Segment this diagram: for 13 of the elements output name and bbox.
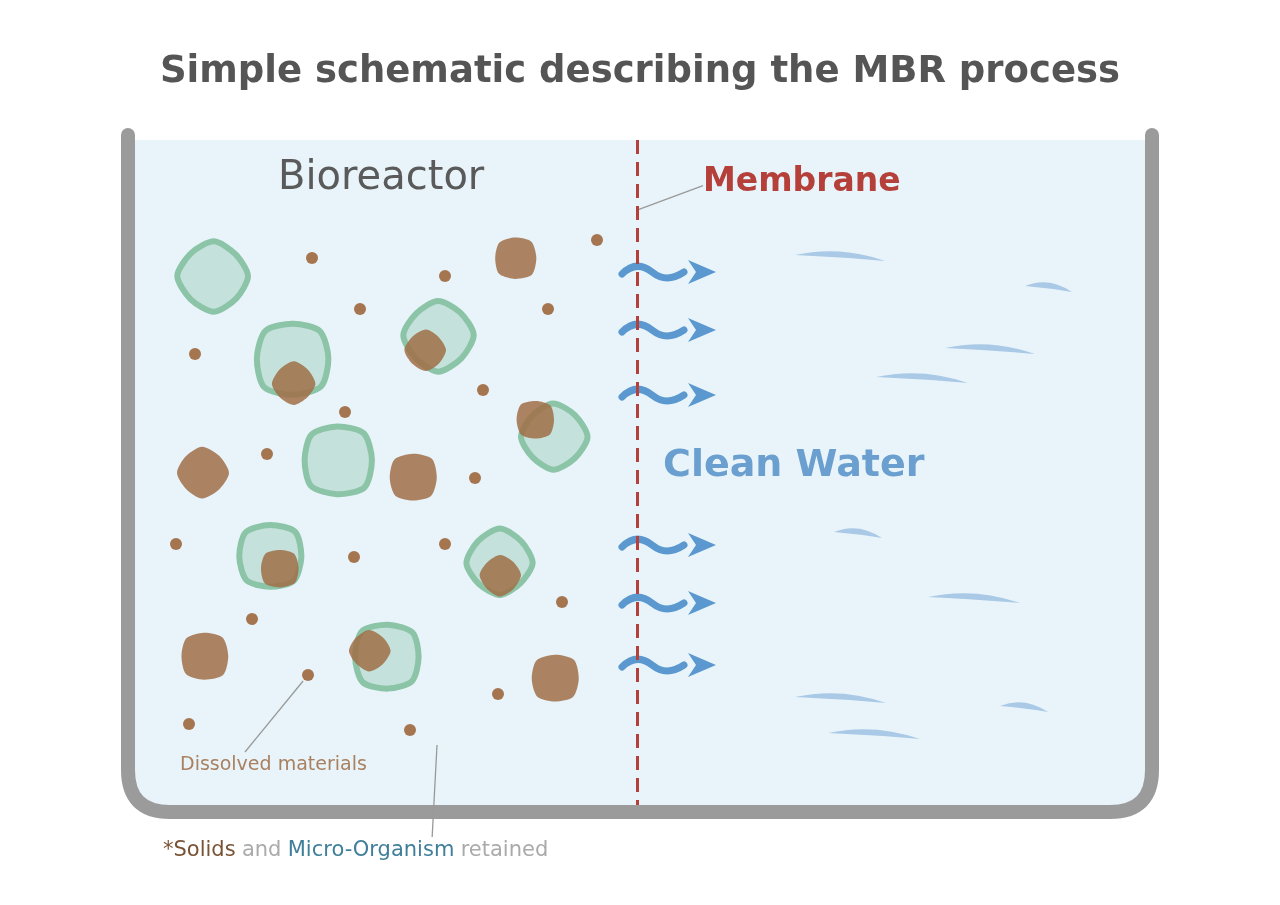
- membrane-line: [636, 140, 639, 805]
- leader-line: [244, 680, 304, 753]
- diagram-title: Simple schematic describing the MBR process: [158, 48, 1122, 91]
- note-text: *Solids: [163, 837, 236, 861]
- clean-water-label: Clean Water: [663, 441, 925, 485]
- note-text: and: [241, 837, 282, 861]
- note-text: Micro-Organism: [287, 837, 455, 861]
- note-text: retained: [460, 837, 549, 861]
- callout-label: Dissolved materials: [180, 752, 367, 774]
- leader-line: [638, 185, 704, 210]
- membrane-label: Membrane: [703, 160, 901, 199]
- bioreactor-label: Bioreactor: [278, 152, 485, 198]
- leader-line: [431, 744, 438, 838]
